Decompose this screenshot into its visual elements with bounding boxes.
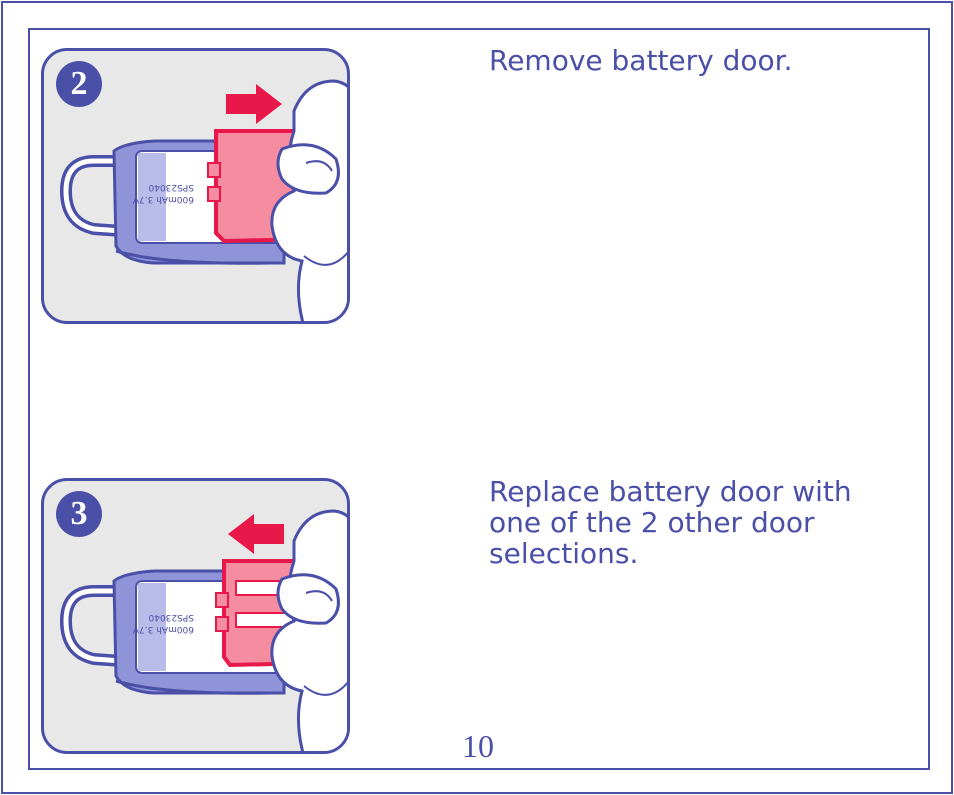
remove-door-drawing: SPS23040 600mAh 3.7V [59, 79, 347, 321]
battery-label-1: SPS23040 [148, 182, 194, 192]
step-3-instruction: Replace battery door with one of the 2 o… [489, 475, 852, 570]
page-number: 10 [462, 728, 494, 764]
step-2-badge: 2 [56, 61, 102, 107]
step-2-illustration: 2 SPS23040 600mAh 3.7V [41, 48, 350, 324]
hand-illustration [270, 79, 347, 321]
page-inner-border [28, 28, 930, 770]
hand-illustration [270, 509, 347, 751]
step-2-instruction: Remove battery door. [489, 44, 793, 77]
arrow-left-icon [228, 514, 284, 554]
step-3-illustration: 3 SPS23040 600mAh 3.7V [41, 478, 350, 754]
step-3-badge: 3 [56, 491, 102, 537]
arrow-right-icon [226, 84, 282, 124]
battery-label-1: SPS23040 [148, 612, 194, 622]
battery-label-2: 600mAh 3.7V [132, 194, 194, 204]
replace-door-drawing: SPS23040 600mAh 3.7V [59, 509, 347, 751]
battery-label-2: 600mAh 3.7V [132, 624, 194, 634]
